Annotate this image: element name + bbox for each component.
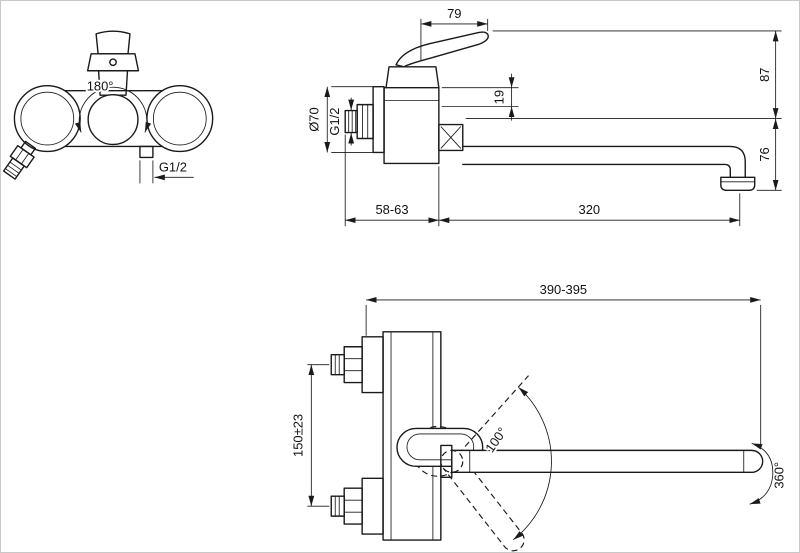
spout-top-view xyxy=(451,449,764,473)
handle-neck xyxy=(97,70,129,96)
rotation-arrow xyxy=(74,86,152,133)
top-view: 100° 390-395 150±23 360° xyxy=(290,282,787,552)
supply-fitting xyxy=(2,140,37,180)
handle-knob xyxy=(95,30,131,55)
dim-76-label: 76 xyxy=(757,147,772,161)
handle-screw-hole xyxy=(109,58,117,67)
spout-joint xyxy=(440,444,453,478)
dim-150-label: 150±23 xyxy=(290,414,305,457)
handle-collar xyxy=(86,53,140,72)
side-view: 79 87 19 76 Ø70 xyxy=(306,6,782,227)
outlet-rotation-arrow xyxy=(749,442,774,505)
spout-nut xyxy=(438,123,464,152)
valve-body xyxy=(87,93,139,146)
rotation-angle-label: 180° xyxy=(87,79,114,94)
left-escutcheon-inner xyxy=(20,91,75,146)
dim-front-thread: G1/2 xyxy=(139,159,194,184)
spout-bottom-edge xyxy=(462,163,731,179)
dim-height-above: 87 xyxy=(465,30,782,119)
dim-wall-distance: 58-63 xyxy=(344,134,440,227)
dim-offset-19: 19 xyxy=(441,73,519,121)
dim-19-label: 19 xyxy=(492,90,507,104)
outlet-stub xyxy=(139,145,154,159)
dim-height-below: 76 xyxy=(756,118,782,191)
dim-g12-side-label: G1/2 xyxy=(327,108,342,136)
left-escutcheon xyxy=(13,84,81,153)
cartridge-cap xyxy=(385,66,440,89)
right-escutcheon xyxy=(146,84,214,153)
spout-top-edge xyxy=(462,145,746,179)
dim-dia70-label: Ø70 xyxy=(306,107,321,131)
outlet-rotation: 360° xyxy=(749,442,787,505)
dim-360-label: 360° xyxy=(772,462,787,489)
right-escutcheon-inner xyxy=(152,91,207,146)
inlet-nut xyxy=(356,103,374,140)
dim-overall-reach: 390-395 xyxy=(365,282,762,447)
dim-87-label: 87 xyxy=(757,68,772,82)
front-thread-label: G1/2 xyxy=(159,159,187,174)
faucet-body xyxy=(383,86,440,165)
inlet-bottom xyxy=(330,477,384,535)
inlet-top xyxy=(330,336,384,394)
wall-plate xyxy=(382,331,442,541)
lever-handle xyxy=(395,31,489,68)
dim-escutcheon-diameter: Ø70 xyxy=(306,86,378,153)
aerator xyxy=(720,176,756,192)
pivot-dashed-circle xyxy=(440,449,464,473)
dim-390-395-label: 390-395 xyxy=(540,282,587,297)
swivel-arc xyxy=(512,386,552,541)
dim-320-label: 320 xyxy=(579,202,601,217)
front-view: 180° G1/2 xyxy=(2,30,214,184)
dim-58-63-label: 58-63 xyxy=(375,202,408,217)
dim-inlet-spacing: 150±23 xyxy=(290,364,330,507)
dim-79-label: 79 xyxy=(447,6,461,21)
escutcheon-edge xyxy=(372,85,385,154)
dim-handle-length: 79 xyxy=(420,6,489,61)
dim-thread-side: G1/2 xyxy=(327,97,355,146)
dim-spout-reach: 320 xyxy=(438,193,741,227)
